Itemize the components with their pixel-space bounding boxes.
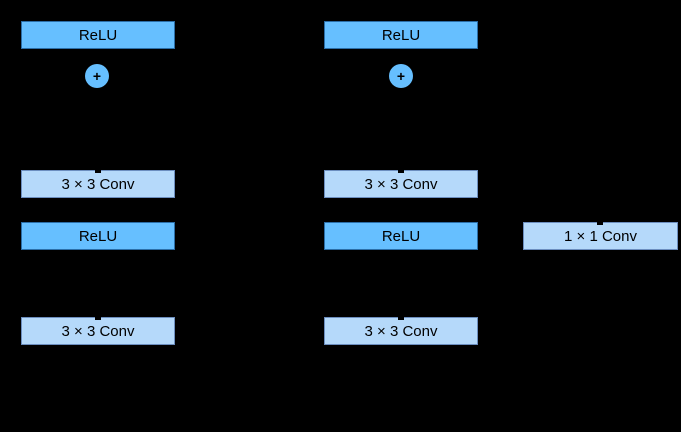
arrow-tip-mark [597, 222, 603, 225]
add-junction-icon: + [389, 64, 413, 88]
conv-3x3-box: 3 × 3 Conv [21, 170, 175, 198]
arrow-tip-mark [95, 170, 101, 173]
arrow-tip-mark [398, 170, 404, 173]
conv-3x3-box: 3 × 3 Conv [21, 317, 175, 345]
conv-1x1-box: 1 × 1 Conv [523, 222, 678, 250]
relu-output-box: ReLU [21, 21, 175, 49]
arrow-tip-mark [95, 317, 101, 320]
relu-box: ReLU [324, 222, 478, 250]
arrow-tip-mark [398, 317, 404, 320]
relu-output-box: ReLU [324, 21, 478, 49]
add-junction-icon: + [85, 64, 109, 88]
conv-3x3-box: 3 × 3 Conv [324, 317, 478, 345]
conv-3x3-box: 3 × 3 Conv [324, 170, 478, 198]
relu-box: ReLU [21, 222, 175, 250]
